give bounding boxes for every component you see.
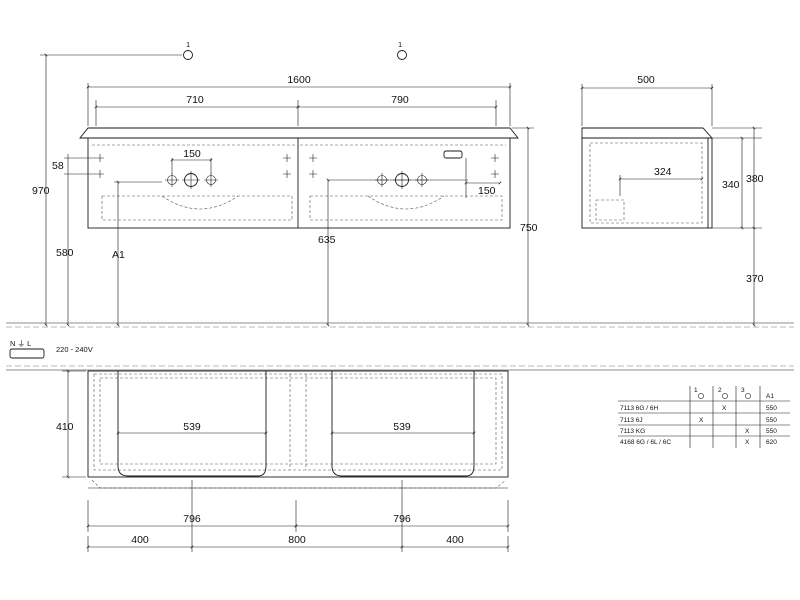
dim-side-drawer-height: 340 — [712, 136, 762, 230]
dim-side-depth: 500 — [580, 74, 714, 126]
dim-waste-height: 635 — [318, 178, 468, 327]
svg-text:620: 620 — [766, 439, 777, 446]
header-col-3: 3 — [741, 387, 745, 394]
dim-value: 750 — [520, 222, 538, 234]
dim-value: 400 — [446, 534, 464, 546]
header-col-a1: A1 — [766, 393, 774, 400]
dim-left-width: 710 — [94, 94, 497, 126]
header-col-1: 1 — [694, 387, 698, 394]
electrical-symbols: N ⏚ L — [10, 339, 31, 348]
wall-line — [6, 365, 794, 371]
dim-tap-spacing: 150 — [170, 148, 213, 174]
countertop — [79, 127, 519, 139]
dim-floor-total: 970 — [32, 53, 182, 327]
dim-value: 790 — [391, 94, 409, 106]
side-countertop — [581, 127, 714, 139]
dim-basin-right: 539 — [330, 421, 476, 435]
header-col-2: 2 — [718, 387, 722, 394]
dim-right-tap-offset: 150 — [464, 158, 502, 198]
plan-outline — [87, 370, 509, 478]
dim-value: 1600 — [287, 74, 311, 86]
side-cabinet-body — [581, 137, 713, 229]
dim-outlet-a1: A1 — [112, 180, 162, 327]
dim-value: 580 — [56, 247, 74, 259]
tap-holes-left — [165, 171, 218, 189]
dim-value: 539 — [393, 421, 411, 433]
svg-text:7113 KG: 7113 KG — [620, 428, 645, 435]
table-grid — [618, 386, 790, 448]
electrical-socket-icon — [443, 150, 463, 159]
dim-side-total-height: 380 — [712, 126, 764, 230]
dim-value: 58 — [52, 160, 64, 172]
table-row: 7113 6G / 6H X 550 — [620, 405, 777, 412]
marker-number: 1 — [186, 40, 190, 49]
dim-basin-left: 539 — [116, 421, 268, 435]
dim-outlet-height: 580 — [56, 178, 74, 327]
tap-marker-left: 1 — [183, 40, 193, 60]
dim-label: A1 — [112, 249, 125, 261]
marker-number: 1 — [398, 40, 402, 49]
svg-text:4168 6G / 6L / 6C: 4168 6G / 6L / 6C — [620, 439, 671, 446]
dim-value: 400 — [131, 534, 149, 546]
circle-marker-icon — [183, 50, 193, 60]
svg-text:550: 550 — [766, 405, 777, 412]
basin-left — [117, 371, 267, 477]
dim-value: 370 — [746, 273, 764, 285]
table-row: 4168 6G / 6L / 6C X 620 — [620, 439, 777, 446]
svg-text:550: 550 — [766, 428, 777, 435]
dim-value: 710 — [186, 94, 204, 106]
floor-line — [6, 322, 794, 328]
plug-icon — [9, 348, 45, 359]
fixing-mark-icon — [96, 154, 499, 178]
dim-value: 970 — [32, 185, 50, 197]
dim-plan-halves: 796 796 — [86, 500, 510, 532]
dim-top-offset: 58 — [52, 154, 96, 178]
plan-view: 410 539 539 796 796 400 80 — [56, 369, 510, 552]
dim-value: 800 — [288, 534, 306, 546]
dim-value: 410 — [56, 421, 74, 433]
circle-marker-icon — [745, 393, 751, 399]
siphon-right — [367, 195, 445, 210]
dim-plan-depth: 410 — [56, 369, 86, 479]
voltage-label: 220 - 240V — [56, 345, 93, 354]
dim-side-inner-depth: 324 — [618, 166, 704, 196]
dim-value: 340 — [722, 179, 740, 191]
siphon-left — [161, 195, 239, 210]
cabinet-body — [87, 137, 511, 229]
svg-text:7113 6G / 6H: 7113 6G / 6H — [620, 405, 658, 412]
circle-marker-icon — [698, 393, 704, 399]
basin-right — [331, 371, 475, 477]
dim-value: 150 — [183, 148, 201, 160]
dim-value: 539 — [183, 421, 201, 433]
electrical-connection: N ⏚ L 220 - 240V — [9, 339, 93, 359]
svg-text:X: X — [699, 417, 704, 424]
svg-text:X: X — [745, 439, 750, 446]
side-elevation: 500 324 340 380 370 — [580, 74, 764, 327]
dim-value: 324 — [654, 166, 672, 178]
dim-plan-breakdown: 400 800 400 — [86, 480, 510, 552]
tap-marker-right: 1 — [397, 40, 407, 60]
front-elevation: 1600 710 790 150 150 58 — [32, 53, 538, 327]
model-table: 1 2 3 A1 7113 6G / 6H X 550 7113 6J X — [618, 386, 790, 448]
table-row: 7113 KG X 550 — [620, 428, 777, 435]
table-row: 7113 6J X 550 — [620, 417, 777, 424]
dim-value: 635 — [318, 234, 336, 246]
svg-text:7113 6J: 7113 6J — [620, 417, 643, 424]
svg-text:X: X — [722, 405, 727, 412]
dim-cabinet-height: 750 — [512, 126, 538, 327]
table-header: 1 2 3 A1 — [694, 387, 774, 400]
svg-text:X: X — [745, 428, 750, 435]
dim-total-width: 1600 — [86, 74, 512, 126]
svg-text:550: 550 — [766, 417, 777, 424]
dim-right-width: 790 — [296, 94, 498, 109]
dim-value: 380 — [746, 173, 764, 185]
dim-value: 150 — [478, 185, 496, 197]
circle-marker-icon — [397, 50, 407, 60]
dim-value: 500 — [637, 74, 655, 86]
circle-marker-icon — [722, 393, 728, 399]
dim-side-floor-gap: 370 — [746, 228, 764, 327]
